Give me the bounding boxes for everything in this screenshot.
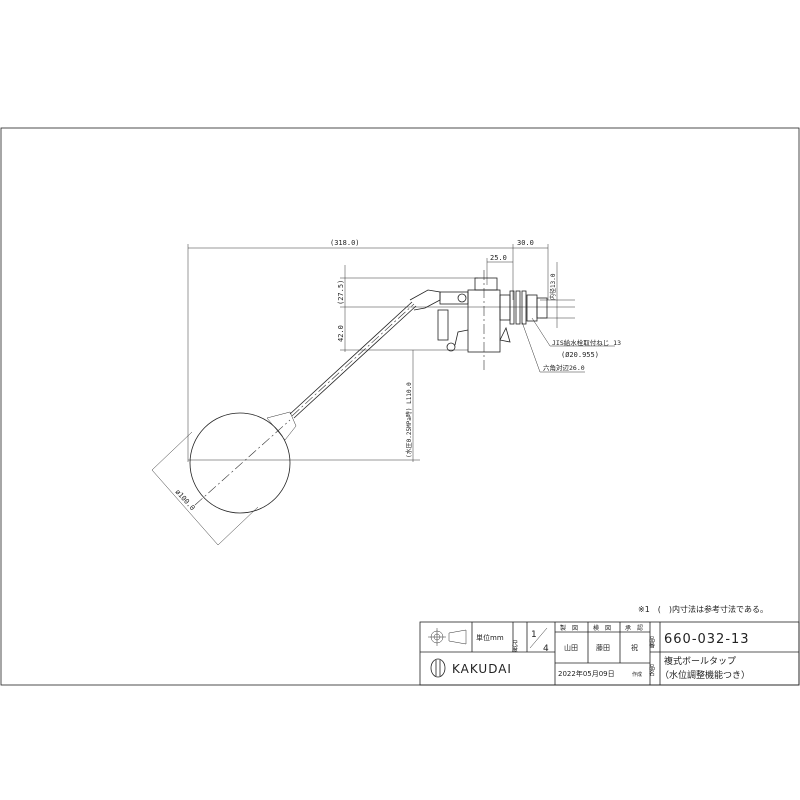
dim-hex: 六角対辺26.0 [543, 363, 585, 372]
dim-overall-length: (318.0) [330, 239, 360, 247]
dim-body-offset: 25.0 [490, 254, 507, 262]
name-checked: 藤田 [596, 643, 610, 652]
dim-inner-diameter: 内径13.0 [549, 273, 557, 300]
projection-symbol-icon [428, 628, 467, 646]
valve-body [409, 270, 548, 370]
header-drafted: 製 図 [560, 624, 578, 632]
dim-lower-height: 42.0 [337, 325, 345, 342]
float-ball [189, 412, 291, 514]
kakudai-logo-icon [430, 658, 446, 678]
scale-label: 尺度 [511, 640, 518, 653]
drawing-frame [0, 127, 800, 686]
scale-denominator: 4 [543, 644, 549, 654]
reference-note: ※1 ( )内寸法は参考寸法である。 [638, 604, 768, 614]
part-number: 660-032-13 [664, 632, 750, 647]
float-connector [266, 411, 297, 441]
dim-ball-diameter: ø100.0 [174, 488, 197, 512]
name-drafted: 山田 [564, 643, 578, 652]
header-approved: 承 認 [625, 624, 643, 632]
header-checked: 検 図 [593, 624, 611, 632]
part-name-line1: 複式ボールタップ [664, 655, 736, 667]
dim-thread-diameter: (Ø20.955) [561, 351, 599, 359]
date-suffix: 作成 [632, 671, 642, 678]
title-block [419, 621, 800, 686]
dim-connection-length: 30.0 [517, 239, 534, 247]
dim-thread: JIS給水栓取付ねじ 13 [552, 338, 621, 347]
scale-numerator: 1 [531, 630, 537, 640]
dim-upper-height: (27.5) [337, 280, 345, 305]
part-name-label: 品名 [648, 664, 655, 677]
part-no-label: 品番 [648, 636, 655, 649]
dim-float-drop: (水圧0.25MPa時) L110.0 [405, 382, 413, 458]
unit-label: 単位mm [476, 633, 504, 642]
brand-name: KAKUDAI [452, 662, 512, 676]
name-approved: 祝 [631, 643, 638, 652]
float-rod [289, 301, 417, 419]
part-name-line2: （水位調整機能つき） [660, 669, 750, 681]
date: 2022年05月09日 [558, 669, 615, 678]
dimension-lines [151, 244, 615, 546]
